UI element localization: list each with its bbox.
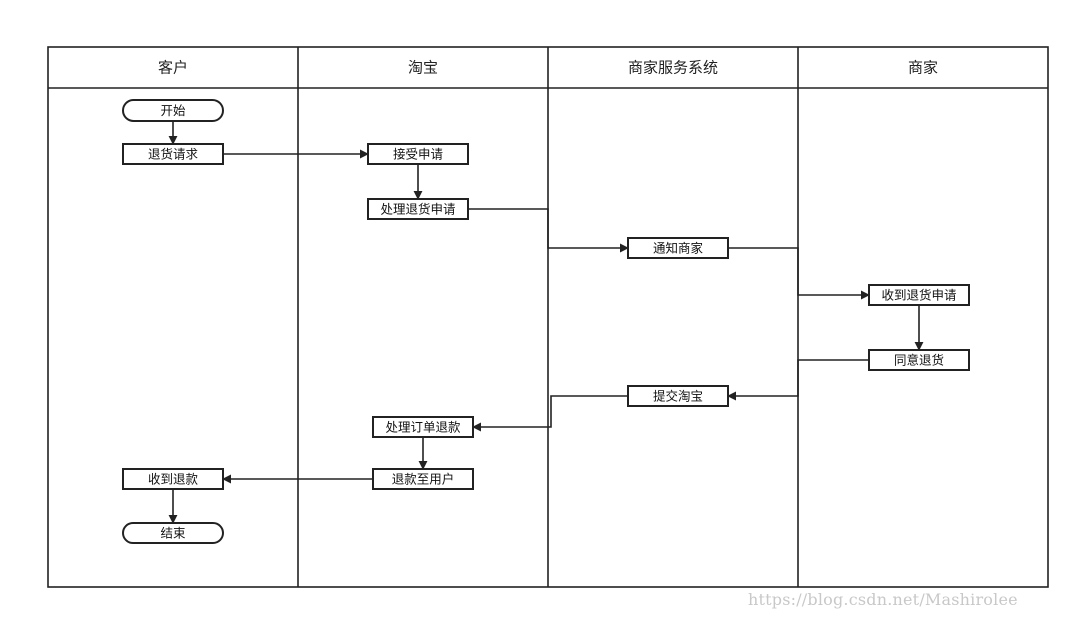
node-box [372,416,474,438]
node-box [122,522,224,544]
node-label: 退款至用户 [392,472,455,487]
watermark: https://blog.csdn.net/Mashirolee [748,590,1018,609]
edge-process-return-to-notify-merchant [468,208,629,253]
node-label: 收到退款 [148,472,199,487]
edge-agree-return-to-submit-taobao [727,359,869,401]
node-box [367,143,469,165]
node-box [868,349,970,371]
node-label: 接受申请 [393,147,443,162]
lane-title-system: 商家服务系统 [628,59,718,77]
node-label: 处理订单退款 [385,420,461,435]
node-label: 退货请求 [148,147,199,162]
edge-submit-taobao-to-process-refund [472,395,628,432]
node-label: 处理退货申请 [380,202,455,217]
node-label: 通知商家 [653,241,704,256]
node-box [627,237,729,259]
lane-title-customer: 客户 [158,59,188,77]
node-start: 开始 [122,99,224,122]
node-return-request: 退货请求 [122,143,224,165]
node-label: 收到退货申请 [881,288,956,303]
edge-notify-merchant-to-receive-return [728,247,870,300]
node-process-refund: 处理订单退款 [372,416,474,438]
node-box [122,468,224,490]
node-process-return: 处理退货申请 [367,198,469,220]
node-receive-return: 收到退货申请 [868,284,970,306]
node-box [627,385,729,407]
node-end: 结束 [122,522,224,544]
node-box [122,99,224,122]
node-refund-user: 退款至用户 [372,468,474,490]
lane-title-merchant: 商家 [908,59,938,77]
node-receive-refund: 收到退款 [122,468,224,490]
node-accept-request: 接受申请 [367,143,469,165]
node-label: 同意退货 [894,353,944,368]
node-box [367,198,469,220]
node-agree-return: 同意退货 [868,349,970,371]
node-label: 开始 [160,103,186,118]
node-label: 结束 [160,526,186,541]
node-box [122,143,224,165]
lane-title-taobao: 淘宝 [408,59,438,77]
node-label: 提交淘宝 [653,389,703,404]
node-submit-taobao: 提交淘宝 [627,385,729,407]
node-box [868,284,970,306]
node-box [372,468,474,490]
node-notify-merchant: 通知商家 [627,237,729,259]
